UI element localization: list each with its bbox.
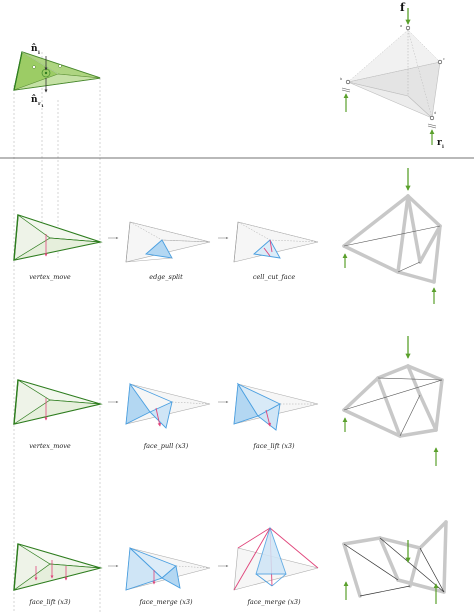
panel-vertex-move [13, 379, 103, 425]
support-icon [341, 87, 437, 129]
caption: cell_cut_face [253, 273, 296, 281]
step-row-2: vertex_move face_pull (x3) face_lift (x3… [13, 336, 444, 466]
svg-text:n̂: n̂ [31, 43, 38, 54]
normal-label-nr1: n̂ r 1 [31, 94, 44, 108]
step-row-3: face_lift (x3) face_merge (x3) face_ [13, 520, 448, 606]
svg-text:d: d [434, 111, 436, 115]
svg-text:a: a [400, 24, 402, 28]
panel-form-structure [342, 168, 442, 304]
panel-edge-split [125, 221, 211, 263]
svg-text:r: r [437, 138, 442, 148]
step-row-1: vertex_move edge_split cell_cut_face [13, 168, 442, 304]
caption: face_merge (x3) [246, 598, 301, 606]
svg-text:c: c [443, 57, 445, 61]
panel-form-structure [342, 520, 448, 604]
panel-form-structure [342, 336, 444, 466]
caption: face_lift (x3) [28, 598, 71, 606]
caption: face_merge (x3) [138, 598, 193, 606]
svg-text:i: i [38, 50, 40, 56]
svg-text:1: 1 [41, 103, 44, 108]
svg-text:b: b [340, 77, 343, 81]
caption: face_lift (x3) [252, 442, 295, 450]
caption: vertex_move [29, 273, 71, 281]
green-polyhedron [13, 51, 101, 93]
panel-face-lift [13, 543, 103, 591]
force-label: f [400, 1, 406, 14]
svg-text:n̂: n̂ [31, 94, 38, 105]
panel-vertex-move [13, 214, 103, 261]
header-section: n̂ i n̂ r 1 a b c d f [13, 1, 445, 612]
caption: vertex_move [29, 442, 71, 450]
caption: face_pull (x3) [143, 442, 189, 450]
panel-cell-cut-face [233, 221, 319, 263]
caption: edge_split [149, 273, 183, 281]
projection-lines [13, 52, 101, 612]
svg-text:i: i [442, 144, 444, 150]
normal-label-ni: n̂ i [31, 43, 40, 56]
reaction-label: r i [437, 138, 444, 150]
panel-face-pull [125, 382, 211, 429]
panel-face-lift [233, 382, 319, 431]
force-diagram: a b c d [340, 24, 445, 121]
svg-text:r: r [38, 101, 41, 107]
panel-face-merge [125, 547, 211, 591]
panel-face-merge-2 [233, 526, 319, 591]
